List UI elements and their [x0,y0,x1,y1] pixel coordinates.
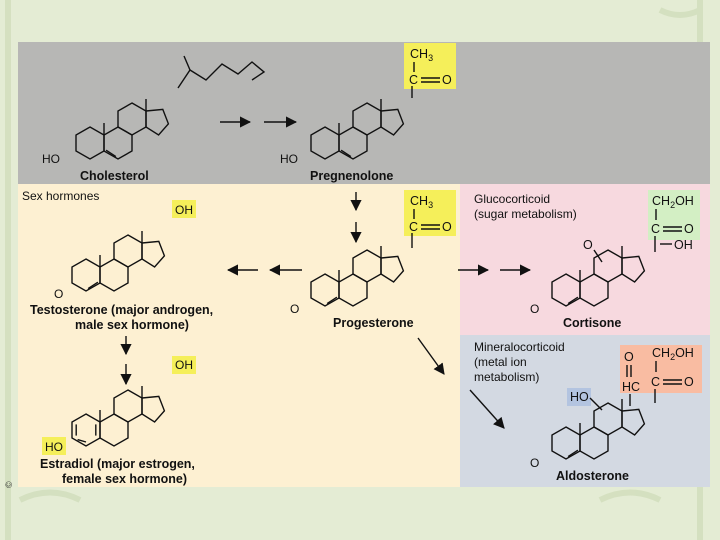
ring-d [141,395,166,423]
double-bond-4-5 [567,449,579,458]
side-chain-methyl [183,55,191,71]
carbonyl-o-pregnenolone: O [442,73,452,87]
carbonyl-o-cortisone: O [684,222,694,236]
ring-d [380,108,405,136]
testosterone-label: Testosterone (major androgen, [30,303,213,317]
aldosterone-o-highlight [620,348,640,388]
glucocorticoid-title: Glucocorticoid [474,192,550,206]
edge-mark: © [4,481,14,488]
cholesterol-label: Cholesterol [80,169,149,183]
estradiol-label-2: female sex hormone) [62,472,187,486]
oh-highlight-estradiol [172,356,196,374]
oh-cortisone: OH [674,238,693,252]
ch3-group-pregnenolone: CH3 [410,47,433,63]
ring-d [141,240,166,268]
pregnenolone-structure [310,99,405,160]
estradiol-structure [71,386,166,447]
oh-testosterone: OH [175,203,193,217]
top-panel [18,42,710,184]
ch2oh-group-cortisone: CH2OH [652,194,694,210]
aromatic-double-2 [77,438,87,443]
arrow-prog-aldo-1 [417,337,445,375]
glucocorticoid-subtitle: (sugar metabolism) [474,207,577,221]
ring-d [621,408,646,436]
o-aldosterone: O [530,456,539,470]
aldosterone-label: Aldosterone [556,469,629,483]
carbonyl-c-pregnenolone: C [409,73,418,87]
cholesterol-structure [75,99,170,160]
testosterone-label-2: male sex hormone) [75,318,189,332]
sex-hormones-title: Sex hormones [22,189,99,203]
carbonyl-c-cortisone: C [651,222,660,236]
mineralocorticoid-subtitle-1: (metal ion [474,355,527,369]
ch2oh-group-aldosterone: CH2OH [652,346,694,362]
ketone-o-cortisone: O [583,238,593,252]
aldehyde-hc: HC [622,380,640,394]
aldehyde-o: O [624,350,634,364]
ho-highlight-estradiol [42,437,66,455]
carbonyl-o-aldosterone: O [684,375,694,389]
bond-aldo-ho [589,397,603,411]
ho-aldosterone: HO [570,390,589,404]
ring-d [145,108,170,136]
oh-estradiol: OH [175,358,193,372]
arrow-prog-aldo-2 [469,389,505,429]
progesterone-structure [310,246,405,307]
progesterone-label: Progesterone [333,316,414,330]
carbonyl-c-aldosterone: C [651,375,660,389]
cortisone-label: Cortisone [563,316,621,330]
cholesterol-side-chain [177,61,266,89]
oh-highlight-testosterone [172,200,196,218]
testosterone-structure [71,231,166,292]
ring-d [621,255,646,283]
o-cortisone: O [530,302,539,316]
estradiol-label: Estradiol (major estrogen, [40,457,195,471]
ring-d [380,255,405,283]
double-bond-4-5 [87,281,99,290]
aldosterone-structure [551,399,646,460]
ch3-group-progesterone: CH3 [410,194,433,210]
o-testosterone: O [54,287,63,301]
double-bond-4-5 [326,296,338,305]
double-bond-5-6 [105,149,117,158]
mineralocorticoid-title: Mineralocorticoid [474,340,565,354]
pregnenolone-label: Pregnenolone [310,169,393,183]
cortisone-structure [551,246,646,307]
ho-highlight-aldosterone [567,388,591,406]
carbonyl-o-progesterone: O [442,220,452,234]
bond-cortisone-ketone [593,249,603,263]
mineralocorticoid-subtitle-2: metabolism) [474,370,539,384]
ho-estradiol: HO [45,440,63,454]
carbonyl-c-progesterone: C [409,220,418,234]
o-progesterone: O [290,302,299,316]
double-bond-5-6 [340,149,352,158]
ho-cholesterol: HO [42,152,60,166]
double-bond-4-5 [567,296,579,305]
ho-pregnenolone: HO [280,152,298,166]
